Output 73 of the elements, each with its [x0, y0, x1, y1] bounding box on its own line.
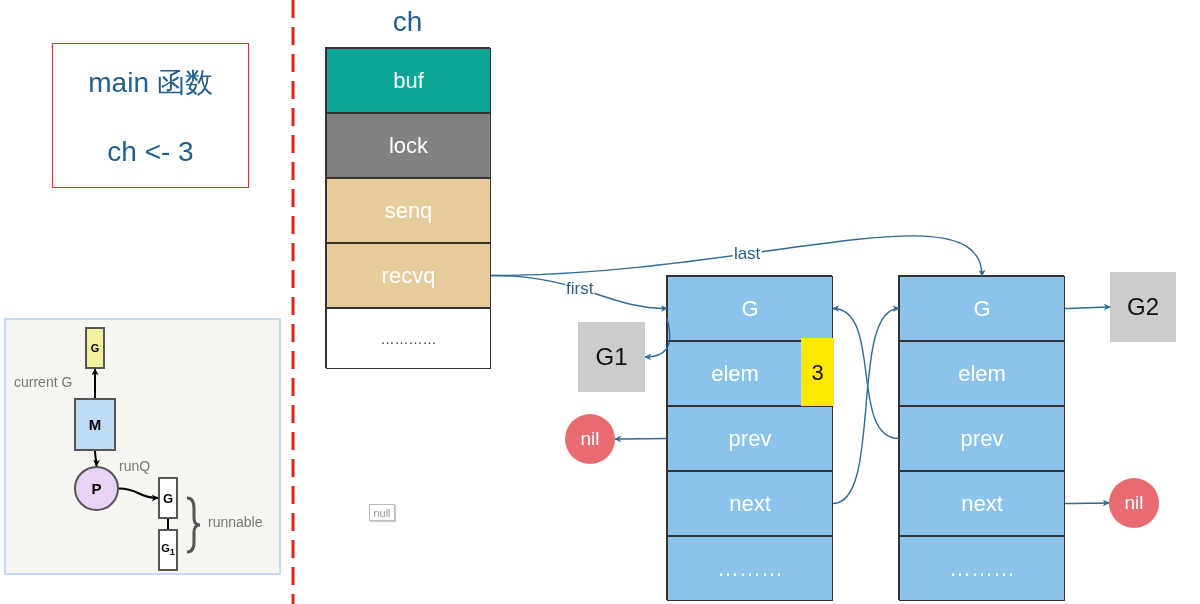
field-text: nil: [1124, 492, 1144, 514]
field-row: [667, 406, 833, 471]
field-text: elem: [958, 360, 1006, 387]
connector-line: [167, 518, 169, 530]
field-text: …………: [380, 330, 437, 347]
g-box: [158, 477, 178, 519]
g-box: [85, 327, 105, 369]
field-text: next: [961, 490, 1003, 517]
field-text: prev: [960, 425, 1004, 452]
field-row: [667, 341, 833, 406]
field-text: nil: [580, 428, 600, 450]
struct-title: ch: [391, 6, 424, 38]
field-text: ………: [949, 555, 1015, 582]
field-text: G: [973, 295, 991, 322]
arrow: [832, 306, 900, 440]
field-text: null: [373, 506, 391, 519]
value-box: [801, 338, 834, 407]
field-row: [326, 243, 491, 308]
p-circle: [74, 466, 119, 511]
field-row: [667, 536, 833, 601]
m-box: [74, 398, 116, 451]
field-text: 3: [811, 359, 824, 386]
code-text: ch <- 3: [107, 135, 194, 168]
field-text: G$_{1}$: [161, 542, 175, 558]
field-text: recvq: [381, 262, 436, 289]
goroutine-box: [1110, 272, 1176, 342]
annotation-text: runQ: [119, 458, 151, 474]
field-text: M: [88, 416, 102, 433]
field-row: [326, 178, 491, 243]
arrow: [118, 487, 159, 502]
arrow: [92, 450, 100, 467]
nil-circle: [565, 414, 615, 464]
field-text: G: [162, 490, 174, 506]
arrow: [644, 317, 671, 361]
arrow: [1064, 499, 1110, 507]
field-text: elem: [711, 360, 759, 387]
field-text: next: [729, 490, 771, 517]
sudog-struct: [898, 275, 1064, 600]
field-text: buf: [393, 67, 424, 94]
field-text: G: [741, 295, 759, 322]
field-row: [326, 113, 491, 178]
arrow: [1064, 303, 1111, 311]
field-row: [899, 536, 1065, 601]
g-box: [158, 529, 178, 571]
field-text: G1: [595, 343, 628, 371]
arrow: [832, 307, 900, 505]
arrow: [91, 368, 99, 399]
field-text: G: [90, 342, 100, 354]
field-text: prev: [728, 425, 772, 452]
field-row: [326, 308, 491, 369]
nil-circle: [1109, 478, 1159, 528]
field-text: ………: [717, 555, 783, 582]
field-row: [899, 276, 1065, 341]
field-row: [899, 471, 1065, 536]
field-row: [667, 471, 833, 536]
sudog-struct: [666, 275, 832, 600]
code-text: main 函数: [88, 65, 213, 100]
goroutine-box: [578, 322, 645, 392]
field-row: [899, 341, 1065, 406]
field-row: [326, 48, 491, 113]
code-box: [52, 43, 249, 188]
null-tag: [369, 504, 395, 521]
arrow: [490, 235, 984, 277]
field-text: lock: [388, 132, 429, 159]
annotation-text: current G: [14, 374, 73, 390]
field-row: [899, 406, 1065, 471]
annotation-text: runnable: [208, 514, 263, 530]
field-text: senq: [384, 197, 433, 224]
field-text: P: [91, 480, 102, 497]
field-text: G2: [1127, 293, 1159, 321]
arrow: [614, 435, 668, 443]
gmp-panel: [4, 318, 281, 575]
field-row: [667, 276, 833, 341]
